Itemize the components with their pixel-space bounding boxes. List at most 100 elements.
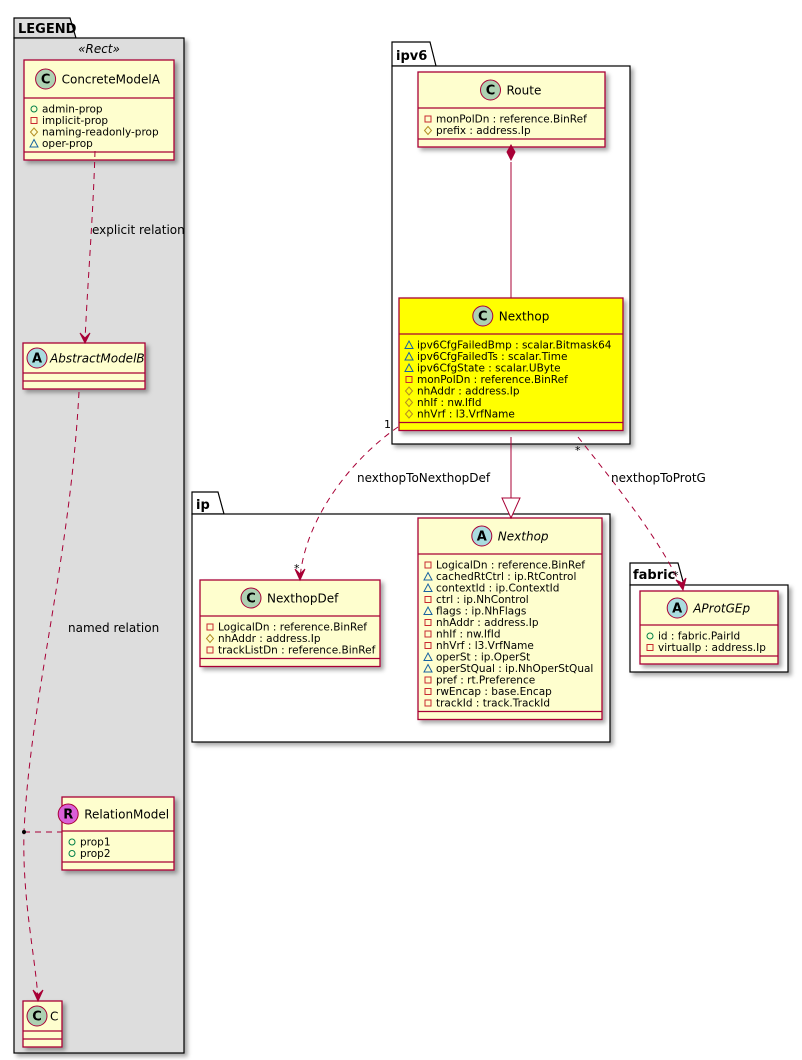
class-concrete-model-a[interactable]: ConcreteModelACadmin-propimplicit-propna… [23, 59, 175, 161]
abstract-class-icon: A [26, 347, 48, 369]
visibility-public-icon [646, 632, 654, 640]
visibility-protected-icon [29, 127, 39, 137]
class-attribute: LogicalDn : reference.BinRef [218, 622, 367, 634]
class-attribute: nhAddr : address.Ip [218, 633, 321, 645]
class-attribute: monPolDn : reference.BinRef [417, 374, 568, 386]
visibility-package-icon [29, 138, 39, 148]
class-icon: C [240, 587, 262, 609]
edge-explicit-relation [84, 150, 96, 343]
visibility-public-icon [68, 850, 76, 857]
visibility-package-icon [423, 571, 433, 581]
class-attribute: pref : rt.Preference [436, 675, 535, 687]
visibility-private-icon [424, 630, 432, 638]
class-attribute: operStQual : ip.NhOperStQual [436, 663, 593, 675]
class-kind-letter: A [477, 530, 487, 545]
class-attribute: naming-readonly-prop [42, 127, 159, 139]
package-fabric-name: fabric [633, 568, 675, 583]
class-c[interactable]: CC [22, 1000, 63, 1048]
class-name: NexthopDef [267, 592, 339, 606]
class-attribute: rwEncap : base.Encap [436, 686, 552, 698]
class-icon: C [472, 305, 494, 327]
class-attribute: ipv6CfgState : scalar.UByte [417, 363, 561, 375]
composition-diamond-icon [506, 143, 516, 162]
mult-dst-protg: * [673, 569, 679, 582]
class-kind-letter: A [32, 352, 42, 367]
class-attribute: prop2 [80, 848, 111, 860]
class-box [199, 579, 381, 668]
visibility-private-icon [424, 115, 432, 123]
package-legend: LEGEND «Rect» [13, 17, 185, 1054]
class-kind-letter: C [478, 310, 488, 325]
class-box [398, 297, 624, 432]
arrowhead-named [32, 989, 44, 1003]
class-name: Nexthop [499, 310, 550, 324]
edge-layer [22, 143, 687, 1003]
visibility-private-icon [424, 619, 432, 626]
edge-nexthop-to-nexthopdef [299, 426, 399, 579]
visibility-private-icon [424, 699, 432, 707]
visibility-protected-icon [404, 397, 414, 408]
package-ip-name: ip [196, 498, 210, 513]
class-attribute: nhVrf : l3.VrfName [436, 640, 534, 652]
visibility-package-icon [423, 663, 433, 673]
class-attribute: nhAddr : address.Ip [436, 617, 539, 629]
class-attribute: prop1 [80, 837, 111, 849]
edge-label-nexthop-to-protg: nexthopToProtG [611, 471, 706, 485]
visibility-private-icon [206, 623, 214, 631]
arrowhead-explicit [79, 332, 91, 345]
class-attribute: cachedRtCtrl : ip.RtControl [436, 571, 576, 583]
class-icon: C [35, 68, 57, 90]
class-attribute: virtualIp : address.Ip [658, 642, 766, 654]
class-attribute: LogicalDn : reference.BinRef [436, 560, 585, 572]
class-kind-letter: A [672, 602, 682, 617]
class-layer: ConcreteModelACadmin-propimplicit-propna… [22, 59, 779, 1048]
visibility-protected-icon [404, 409, 414, 419]
mult-dst-nexthopdef: * [294, 562, 300, 575]
class-attribute: implicit-prop [42, 115, 108, 127]
visibility-private-icon [646, 644, 654, 651]
visibility-private-icon [424, 596, 432, 603]
visibility-package-icon [404, 339, 414, 349]
visibility-private-icon [424, 642, 432, 649]
class-name: Route [507, 84, 542, 98]
class-box [417, 71, 606, 148]
generalization-arrow-icon [501, 497, 521, 520]
visibility-package-icon [423, 651, 433, 661]
visibility-protected-icon [205, 633, 215, 644]
class-icon: C [26, 1005, 48, 1027]
visibility-public-icon [68, 838, 76, 846]
class-attribute: monPolDn : reference.BinRef [436, 114, 587, 126]
arrowhead-protg [675, 577, 687, 592]
class-kind-letter: R [63, 808, 73, 823]
class-name: AbstractModelB [49, 352, 145, 366]
class-name: C [50, 1010, 58, 1024]
class-nexthop-def[interactable]: NexthopDef C LogicalDn : reference.BinRefn… [199, 579, 381, 668]
class-abstract-model-b[interactable]: AbstractModelB A [22, 342, 146, 390]
class-nexthop-ip[interactable]: Nexthop A LogicalDn : reference.BinRefcach… [417, 517, 603, 721]
class-attribute: id : fabric.PairId [658, 631, 740, 643]
visibility-package-icon [404, 351, 414, 361]
visibility-private-icon [30, 117, 38, 124]
class-attribute: oper-prop [42, 138, 93, 150]
edge-labels: explicit relation named relation nexthop… [68, 223, 706, 635]
class-attribute: nhIf : nw.IfId [417, 397, 482, 409]
relation-join-dot [22, 830, 26, 834]
edge-label-named-relation: named relation [68, 621, 159, 635]
class-name: Nexthop [498, 530, 549, 544]
visibility-package-icon [423, 605, 433, 615]
package-legend-name: LEGEND [18, 22, 77, 37]
abstract-class-icon: A [666, 597, 688, 619]
class-name: RelationModel [84, 808, 169, 822]
class-attribute: nhVrf : l3.VrfName [417, 409, 515, 421]
visibility-public-icon [30, 105, 38, 113]
edge-named-relation [23, 391, 80, 1001]
class-attribute: contextId : ip.ContextId [436, 583, 559, 595]
class-attribute: trackId : track.TrackId [436, 698, 550, 710]
visibility-private-icon [405, 376, 413, 383]
mult-src-protg: * [575, 444, 581, 457]
